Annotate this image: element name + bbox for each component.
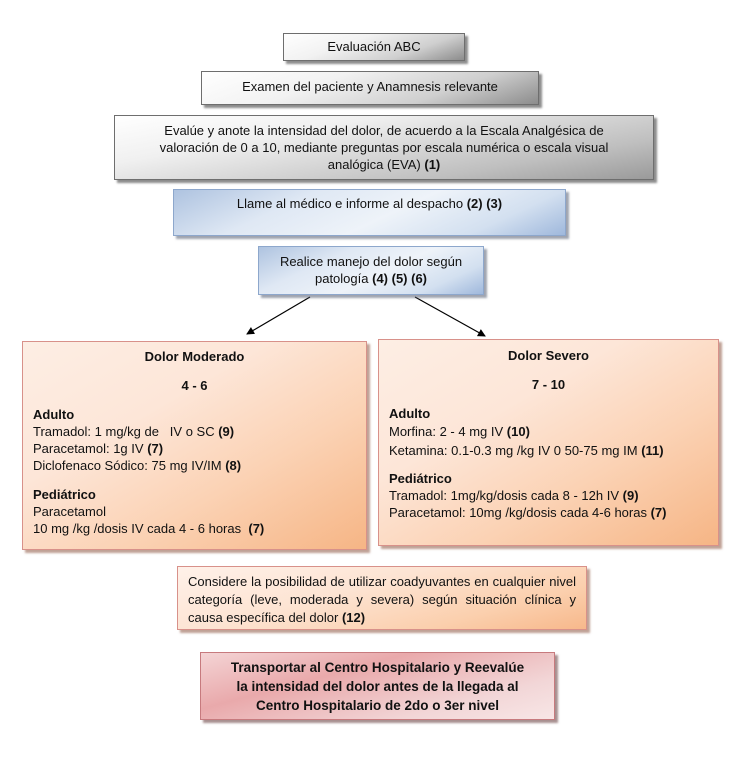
- moderate-title: Dolor Moderado: [144, 349, 245, 364]
- severe-range: 7 - 10: [531, 377, 566, 392]
- adjuvants-box: Considere la posibilidad de utilizar coa…: [177, 566, 587, 630]
- severe-pediatric-label: Pediátrico: [389, 471, 452, 486]
- step-abc-evaluation: Evaluación ABC: [283, 33, 465, 61]
- step-pain-management: Realice manejo del dolor según patología…: [258, 246, 484, 295]
- severe-adult-item: Ketamina: 0.1-0.3 mg /kg IV 0 50-75 mg I…: [389, 443, 664, 458]
- reference: (12): [341, 610, 366, 625]
- adjuvants-text: Considere la posibilidad de utilizar coa…: [188, 574, 576, 625]
- pain-scale-line-1: Evalúe y anote la intensidad del dolor, …: [164, 123, 604, 138]
- moderate-range: 4 - 6: [181, 378, 208, 393]
- moderate-pediatric-item: Paracetamol: [33, 504, 106, 519]
- severe-adult-item: Morfina: 2 - 4 mg IV (10): [389, 424, 530, 439]
- step-call-doctor: Llame al médico e informe al despacho (2…: [173, 189, 566, 236]
- reference: (1): [424, 157, 441, 172]
- step-pain-scale: Evalúe y anote la intensidad del dolor, …: [114, 115, 654, 180]
- severe-pediatric-item: Tramadol: 1mg/kg/dosis cada 8 - 12h IV (…: [389, 488, 639, 503]
- severe-title: Dolor Severo: [508, 348, 589, 363]
- pain-scale-line-3: analógica (EVA) (1): [327, 157, 441, 172]
- moderate-adult-item: Tramadol: 1 mg/kg de IV o SC (9): [33, 424, 235, 439]
- transport-box: Transportar al Centro Hospitalario y Ree…: [200, 652, 555, 720]
- moderate-pediatric-label: Pediátrico: [33, 487, 96, 502]
- moderate-adult-item: Diclofenaco Sódico: 75 mg IV/IM (8): [33, 458, 242, 473]
- transport-line-3: Centro Hospitalario de 2do o 3er nivel: [255, 698, 500, 713]
- arrow-to-moderate: [246, 296, 311, 335]
- moderate-pain-box: Dolor Moderado 4 - 6 Adulto Tramadol: 1 …: [22, 341, 367, 550]
- transport-line-1: Transportar al Centro Hospitalario y Ree…: [230, 660, 525, 675]
- reference: (2) (3): [466, 196, 503, 211]
- step-exam-text: Examen del paciente y Anamnesis relevant…: [242, 79, 498, 94]
- severe-adult-label: Adulto: [389, 406, 431, 421]
- severe-pediatric-item: Paracetamol: 10mg /kg/dosis cada 4-6 hor…: [389, 505, 667, 520]
- transport-line-2: la intensidad del dolor antes de la lleg…: [236, 679, 519, 694]
- moderate-pediatric-item: 10 mg /kg /dosis IV cada 4 - 6 horas (7): [33, 521, 265, 536]
- moderate-adult-label: Adulto: [33, 407, 75, 422]
- step-patient-exam: Examen del paciente y Anamnesis relevant…: [201, 71, 539, 105]
- pain-scale-line-2: valoración de 0 a 10, mediante preguntas…: [159, 140, 609, 155]
- reference: (4) (5) (6): [372, 271, 427, 286]
- severe-pain-box: Dolor Severo 7 - 10 Adulto Morfina: 2 - …: [378, 339, 719, 546]
- arrow-to-severe: [414, 296, 486, 337]
- step-abc-text: Evaluación ABC: [327, 39, 421, 54]
- moderate-adult-item: Paracetamol: 1g IV (7): [33, 441, 164, 456]
